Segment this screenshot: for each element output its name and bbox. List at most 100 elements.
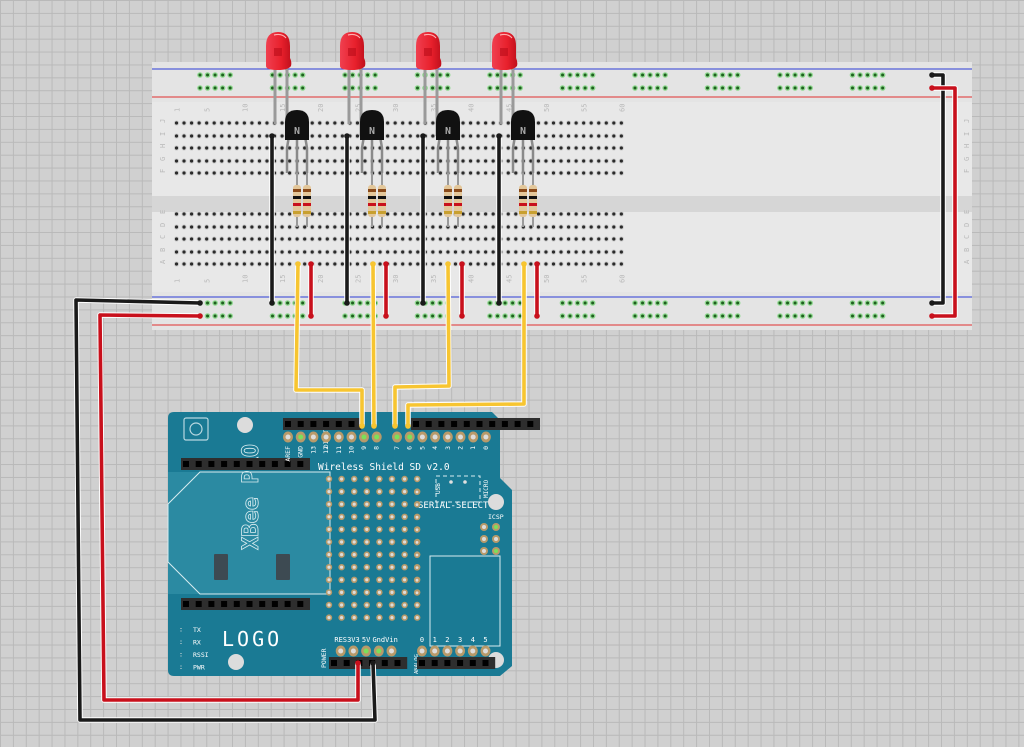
breadboard-hole-center	[340, 171, 344, 175]
header-pin[interactable]	[444, 660, 451, 666]
signal-wire[interactable]	[393, 263, 451, 426]
resistor[interactable]	[519, 173, 527, 227]
header-pin[interactable]	[271, 461, 278, 467]
header-pin[interactable]	[457, 660, 464, 666]
wireless-shield[interactable]: XBee PRO LOGO Wireless Shield SD v2.0 SE…	[167, 412, 540, 676]
rail-jumper-power-end	[929, 85, 935, 91]
resistor[interactable]	[293, 173, 301, 227]
breadboard-hole-center	[589, 171, 593, 175]
header-pin[interactable]	[310, 421, 317, 427]
header-pin[interactable]	[348, 421, 355, 427]
breadboard-hole-center	[476, 212, 480, 216]
sd-card-slot[interactable]	[429, 555, 501, 647]
resistor[interactable]	[529, 173, 537, 227]
header-pin[interactable]	[284, 601, 291, 607]
header-pin[interactable]	[221, 461, 228, 467]
rail-jumper-power[interactable]	[932, 86, 957, 318]
header-pin[interactable]	[469, 660, 476, 666]
resistor[interactable]	[378, 173, 386, 227]
header-pin[interactable]	[501, 421, 508, 427]
header-pin[interactable]	[323, 421, 330, 427]
breadboard-hole-center	[235, 121, 239, 125]
proto-pad-hole	[365, 553, 369, 557]
led[interactable]	[266, 32, 292, 136]
header-pin[interactable]	[335, 421, 342, 427]
resistor[interactable]	[303, 173, 311, 227]
header-pin[interactable]	[284, 461, 291, 467]
resistor[interactable]	[454, 173, 462, 227]
npn-transistor[interactable]: N	[360, 110, 384, 173]
header-pin[interactable]	[482, 660, 489, 666]
signal-wire[interactable]	[371, 263, 376, 427]
breadboard-hole-center	[310, 212, 314, 216]
header-pin[interactable]	[431, 660, 438, 666]
header-pin[interactable]	[331, 660, 337, 666]
header-pin[interactable]	[221, 601, 228, 607]
header-pin[interactable]	[297, 421, 304, 427]
header-pin[interactable]	[489, 421, 496, 427]
serial-select-switch[interactable]	[435, 475, 481, 503]
rail-jumper-ground[interactable]	[932, 73, 945, 305]
header-pin[interactable]	[259, 601, 266, 607]
header-pin[interactable]	[195, 461, 202, 467]
column-number-label: 5	[204, 108, 212, 112]
row-letter-label: C	[963, 235, 971, 239]
pin-headers[interactable]	[181, 418, 540, 669]
npn-transistor[interactable]: N	[285, 110, 309, 173]
led[interactable]	[492, 32, 518, 136]
breadboard[interactable]: 1155101015152020252530303535404045455050…	[152, 62, 972, 330]
led[interactable]	[416, 32, 442, 136]
header-pin[interactable]	[183, 461, 189, 467]
proto-pad-hole	[352, 590, 356, 595]
signal-wire[interactable]	[406, 264, 526, 426]
header-pin[interactable]	[297, 461, 304, 467]
proto-pad-hole	[390, 490, 394, 494]
header-pin[interactable]	[208, 461, 215, 467]
header-pin[interactable]	[343, 660, 350, 666]
resistor[interactable]	[444, 173, 452, 227]
breadboard-hole-center	[582, 146, 586, 150]
npn-transistor[interactable]: N	[511, 110, 535, 173]
header-pin[interactable]	[463, 421, 470, 427]
shield-5v-wire[interactable]	[98, 313, 360, 702]
header-pin[interactable]	[183, 601, 189, 607]
proto-pad-hole	[390, 565, 394, 569]
header-pin[interactable]	[233, 601, 240, 607]
resistor[interactable]	[368, 173, 376, 227]
header-pin[interactable]	[413, 421, 419, 427]
header-pin[interactable]	[381, 660, 388, 666]
header-pin[interactable]	[285, 421, 291, 427]
header-pin[interactable]	[246, 461, 253, 467]
header-pin[interactable]	[271, 601, 278, 607]
header-pin[interactable]	[233, 461, 240, 467]
npn-transistor[interactable]: N	[436, 110, 460, 173]
shield-ground-wire[interactable]	[74, 298, 377, 722]
header-pin[interactable]	[259, 461, 266, 467]
digital-pin-label: 3	[444, 446, 452, 450]
icsp-header[interactable]	[480, 523, 500, 555]
breadboard-hole-center	[189, 171, 194, 175]
signal-wire[interactable]	[294, 263, 364, 426]
header-pin[interactable]	[514, 421, 521, 427]
led[interactable]	[340, 32, 366, 136]
reset-button[interactable]	[183, 417, 209, 441]
column-number-label: 50	[543, 275, 551, 283]
breadboard-hole-center	[174, 237, 179, 241]
wires[interactable]	[73, 72, 958, 723]
header-pin[interactable]	[246, 601, 253, 607]
header-pin[interactable]	[476, 421, 483, 427]
header-pin[interactable]	[208, 601, 215, 607]
header-pin[interactable]	[425, 421, 432, 427]
breadboard-hole-center	[310, 146, 314, 150]
header-pin[interactable]	[438, 421, 445, 427]
header-pin[interactable]	[195, 601, 202, 607]
header-pin[interactable]	[419, 660, 425, 666]
proto-pad-hole	[352, 490, 356, 494]
header-pin[interactable]	[451, 421, 458, 427]
header-pin[interactable]	[394, 660, 401, 666]
header-pin[interactable]	[297, 601, 304, 607]
digital-pin-label: 11	[335, 446, 343, 454]
header-pin[interactable]	[527, 421, 534, 427]
